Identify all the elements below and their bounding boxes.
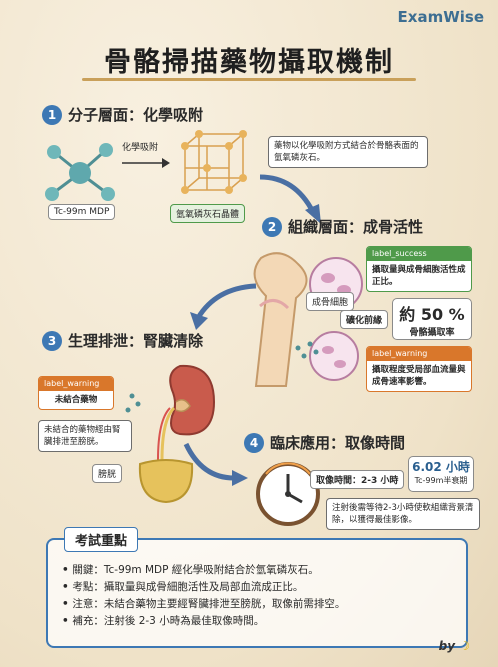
exam-point-4: 補充：注射後 2-3 小時為最佳取像時間。 bbox=[62, 613, 345, 630]
section-3-number: 3 bbox=[42, 330, 62, 351]
adsorption-note: 藥物以化學吸附方式結合於骨骼表面的氫氧磷灰石。 bbox=[268, 136, 428, 168]
section-1-number: 1 bbox=[42, 104, 62, 125]
flow-arrow-2-icon bbox=[190, 283, 257, 330]
half-life-box: 6.02 小時 Tc-99m半衰期 bbox=[408, 456, 474, 492]
imaging-time-label: 取像時間：2-3 小時 bbox=[310, 470, 405, 489]
section-2-warning-header: label_warning bbox=[367, 347, 471, 361]
success-tag-text: 攝取量與成骨細胞活性成正比。 bbox=[372, 265, 466, 287]
section-4-title: 臨床應用：取像時間 bbox=[270, 434, 406, 452]
osteoblast-label: 成骨細胞 bbox=[306, 292, 355, 311]
molecule-icon bbox=[45, 143, 115, 201]
uptake-rate-caption: 骨骼攝取率 bbox=[409, 328, 455, 338]
section-3-header: 3 生理排泄：腎臟清除 bbox=[42, 330, 203, 351]
half-life-caption: Tc-99m半衰期 bbox=[414, 476, 468, 485]
kidney-bladder-icon bbox=[125, 364, 216, 504]
exam-points-title: 考試重點 bbox=[64, 527, 139, 552]
flow-arrow-1-icon bbox=[259, 174, 321, 224]
molecule-label: Tc-99m MDP bbox=[48, 204, 116, 220]
byline-text: by bbox=[438, 639, 456, 653]
section-1-title: 分子層面：化學吸附 bbox=[68, 106, 204, 124]
page-title: 骨骼掃描藥物攝取機制 bbox=[104, 47, 394, 78]
byline: by ☽ bbox=[439, 639, 470, 653]
uptake-rate-box: 約 50 % 骨骼攝取率 bbox=[392, 298, 472, 340]
unbound-drug-label: 未結合藥物 bbox=[54, 395, 98, 405]
section-2-warning-tag: label_warning 攝取程度受局部血流量與成骨速率影響。 bbox=[366, 346, 472, 392]
clock-icon bbox=[256, 462, 320, 526]
bladder-label: 膀胱 bbox=[92, 464, 123, 483]
adsorption-arrow-label: 化學吸附 bbox=[122, 143, 159, 153]
title-underline bbox=[82, 78, 416, 81]
crystal-lattice-icon bbox=[181, 130, 247, 194]
success-tag-header: label_success bbox=[367, 247, 471, 261]
section-2-warning-text: 攝取程度受局部血流量與成骨速率影響。 bbox=[372, 365, 466, 387]
exam-points-box: 考試重點 關鍵：Tc-99m MDP 經化學吸附結合於氫氧磷灰石。 考點：攝取量… bbox=[46, 527, 468, 648]
brand-logo: ExamWise bbox=[397, 8, 484, 26]
section-2-number: 2 bbox=[262, 216, 282, 237]
flow-arrow-3-icon bbox=[183, 442, 248, 486]
section-3-title: 生理排泄：腎臟清除 bbox=[68, 332, 204, 350]
section-3-warning-tag: label_warning 未結合藥物 bbox=[38, 376, 114, 410]
banana-icon: ☽ bbox=[459, 639, 470, 653]
exam-points-list: 關鍵：Tc-99m MDP 經化學吸附結合於氫氧磷灰石。 考點：攝取量與成骨細胞… bbox=[62, 562, 345, 630]
exam-point-3: 注意：未結合藥物主要經腎臟排泄至膀胱，取像前需排空。 bbox=[62, 596, 345, 613]
adsorption-arrow-icon bbox=[122, 158, 170, 168]
uptake-rate-value: 約 50 % bbox=[399, 305, 465, 324]
success-tag: label_success 攝取量與成骨細胞活性成正比。 bbox=[366, 246, 472, 292]
section-2-title: 組織層面：成骨活性 bbox=[288, 218, 424, 236]
half-life-value: 6.02 小時 bbox=[412, 460, 470, 474]
section-4-header: 4 臨床應用：取像時間 bbox=[244, 432, 405, 453]
imaging-time-note: 注射後需等待2-3小時使軟組織背景清除，以獲得最佳影像。 bbox=[326, 498, 480, 530]
section-4-number: 4 bbox=[244, 432, 264, 453]
section-3-warning-header: label_warning bbox=[39, 377, 113, 391]
bone-tissue-icon bbox=[253, 252, 363, 387]
mineralization-label: 礦化前緣 bbox=[340, 310, 389, 329]
section-1-header: 1 分子層面：化學吸附 bbox=[42, 104, 203, 125]
excretion-note: 未結合的藥物經由腎臟排泄至膀胱。 bbox=[38, 420, 132, 452]
section-2-header: 2 組織層面：成骨活性 bbox=[262, 216, 423, 237]
crystal-label: 氫氧磷灰石晶體 bbox=[170, 204, 246, 223]
exam-point-1: 關鍵：Tc-99m MDP 經化學吸附結合於氫氧磷灰石。 bbox=[62, 562, 345, 579]
exam-point-2: 考點：攝取量與成骨細胞活性及局部血流成正比。 bbox=[62, 579, 345, 596]
